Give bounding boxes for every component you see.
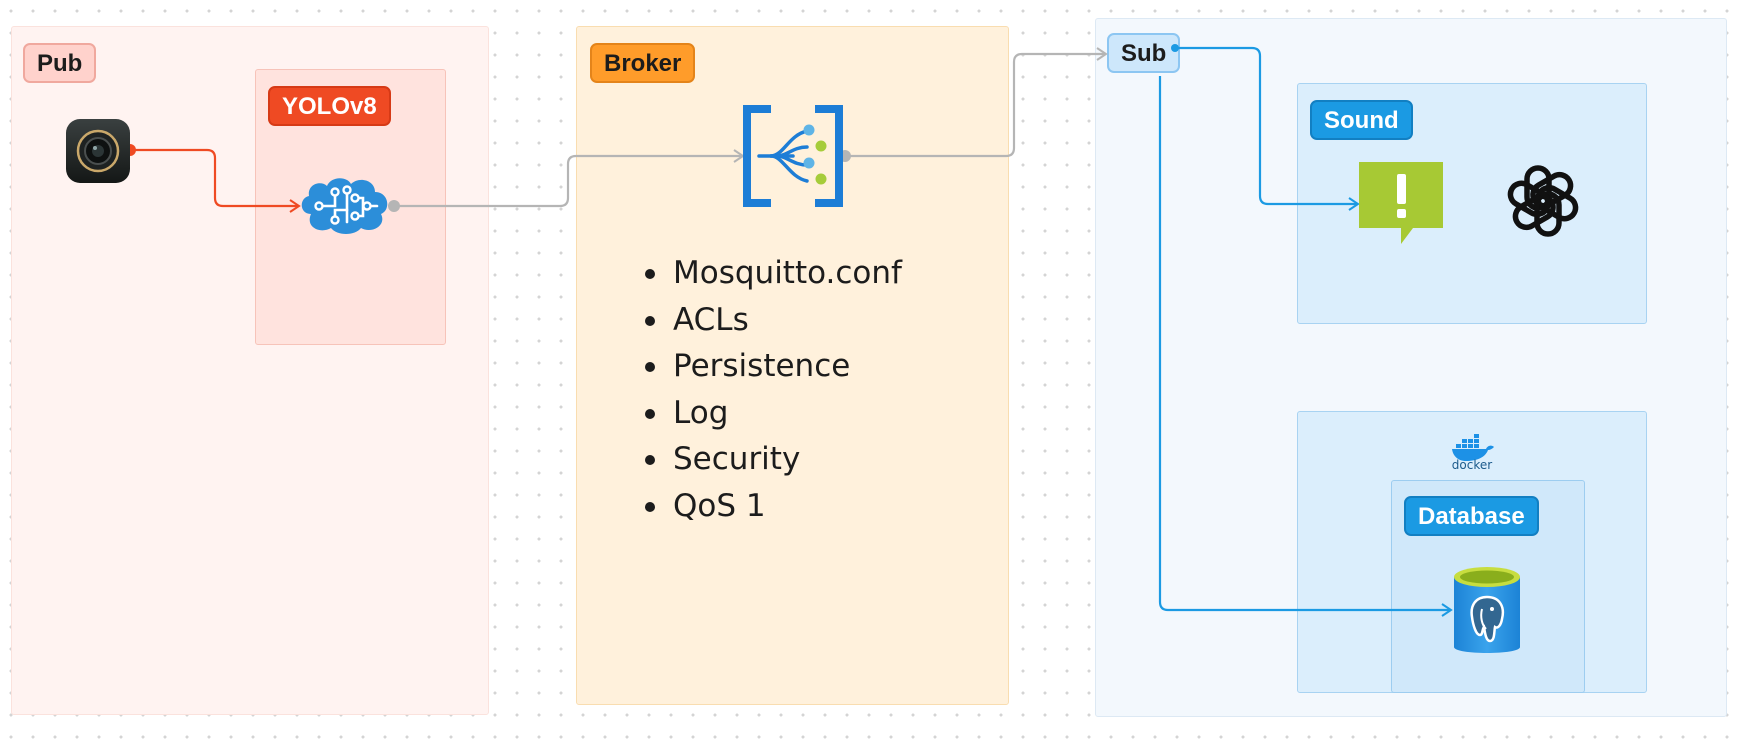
edge-yolo-port xyxy=(388,200,400,212)
pub-tag: Pub xyxy=(23,43,97,83)
feature-item: Log xyxy=(640,390,902,437)
docker-logo-text: docker xyxy=(1451,458,1493,472)
ai-brain-icon[interactable] xyxy=(297,176,393,236)
database-tag: Database xyxy=(1404,496,1539,536)
feature-item: Persistence xyxy=(640,343,902,390)
yolo-tag: YOLOv8 xyxy=(268,86,391,126)
docker-logo-icon[interactable]: docker xyxy=(1450,434,1496,476)
postgresql-database-icon[interactable] xyxy=(1452,565,1522,659)
edge-yolo-to-broker[interactable] xyxy=(394,149,745,208)
feature-item: QoS 1 xyxy=(640,483,902,530)
edge-sub-to-sound[interactable] xyxy=(1175,46,1360,211)
broker-feature-list: Mosquitto.conf ACLs Persistence Log Secu… xyxy=(640,250,902,529)
edge-sub-to-database[interactable] xyxy=(1158,76,1453,617)
alert-message-icon[interactable] xyxy=(1359,162,1443,246)
event-grid-icon[interactable] xyxy=(741,103,845,209)
openai-logo-icon[interactable] xyxy=(1503,161,1583,241)
sound-tag: Sound xyxy=(1310,100,1413,140)
edge-camera-to-yolo[interactable] xyxy=(130,148,301,213)
sub-tag: Sub xyxy=(1107,33,1181,73)
feature-item: Security xyxy=(640,436,902,483)
feature-item: ACLs xyxy=(640,297,902,344)
edge-sub-port xyxy=(1171,44,1179,52)
broker-tag: Broker xyxy=(590,43,696,83)
feature-item: Mosquitto.conf xyxy=(640,250,902,297)
edge-broker-to-sub[interactable] xyxy=(845,47,1108,158)
camera-app-icon[interactable] xyxy=(66,119,130,183)
